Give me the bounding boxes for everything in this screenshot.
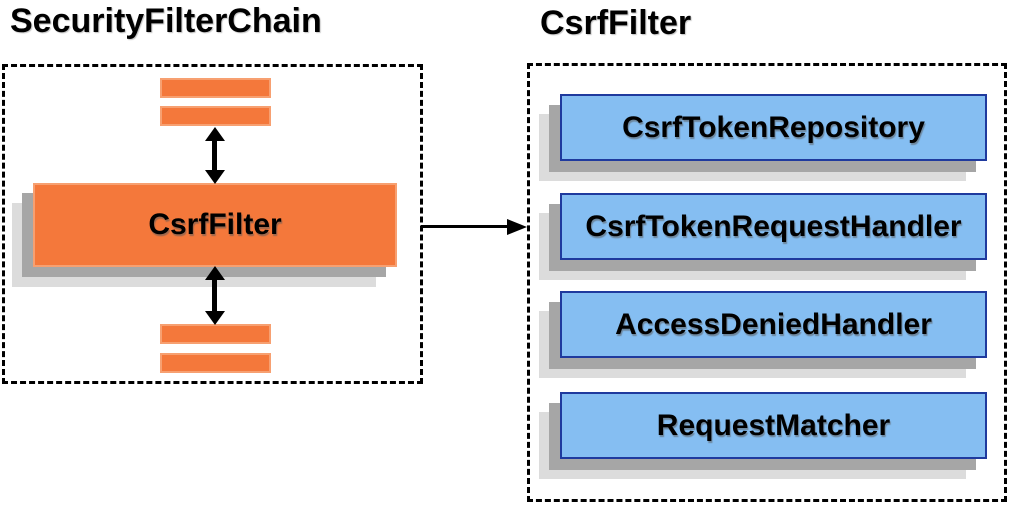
arrow-line: [421, 225, 507, 228]
csrf-filter-panel: [527, 63, 1007, 502]
filter-bar: [160, 353, 271, 373]
component-label: RequestMatcher: [656, 408, 891, 442]
csrf-filter-label: CsrfFilter: [148, 208, 282, 241]
arrow-shaft: [212, 141, 217, 170]
component-box-request-matcher: RequestMatcher: [560, 392, 987, 459]
component-label: AccessDeniedHandler: [615, 307, 932, 341]
component-box-csrf-token-request-handler: CsrfTokenRequestHandler: [560, 193, 987, 260]
connector-arrow: [421, 218, 527, 235]
arrow-shaft: [212, 280, 217, 311]
arrowhead-up-icon: [204, 266, 225, 280]
security-filter-chain-panel: [2, 64, 423, 384]
arrowhead-up-icon: [204, 127, 225, 141]
component-label: CsrfTokenRequestHandler: [585, 209, 962, 243]
arrowhead-right-icon: [507, 218, 527, 235]
component-box-access-denied-handler: AccessDeniedHandler: [560, 291, 987, 358]
left-panel-title: SecurityFilterChain: [10, 2, 322, 40]
component-label: CsrfTokenRepository: [622, 110, 925, 144]
arrowhead-down-icon: [204, 170, 225, 184]
arrowhead-down-icon: [204, 311, 225, 325]
filter-bar: [160, 324, 271, 344]
csrf-filter-box: CsrfFilter: [33, 183, 397, 267]
filter-bar: [160, 78, 271, 98]
double-arrow-bottom-icon: [204, 266, 225, 325]
double-arrow-top-icon: [204, 127, 225, 184]
right-panel-title: CsrfFilter: [540, 4, 692, 42]
component-box-csrf-token-repository: CsrfTokenRepository: [560, 94, 987, 161]
filter-bar: [160, 106, 271, 126]
